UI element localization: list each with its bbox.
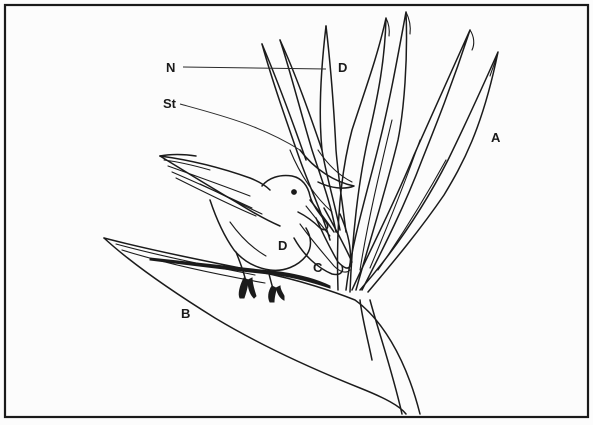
bird-eye [292,190,297,195]
spathe-bract [104,238,420,414]
sepals [338,12,498,292]
label-c: C [313,260,323,275]
leader-n [183,67,326,69]
label-d-petal: D [338,60,347,75]
label-b: B [181,306,190,321]
label-n: N [166,60,175,75]
leader-st [180,104,300,150]
label-a: A [491,130,501,145]
label-d-bird: D [278,238,287,253]
figure-frame [5,5,588,417]
label-st: St [163,96,177,111]
